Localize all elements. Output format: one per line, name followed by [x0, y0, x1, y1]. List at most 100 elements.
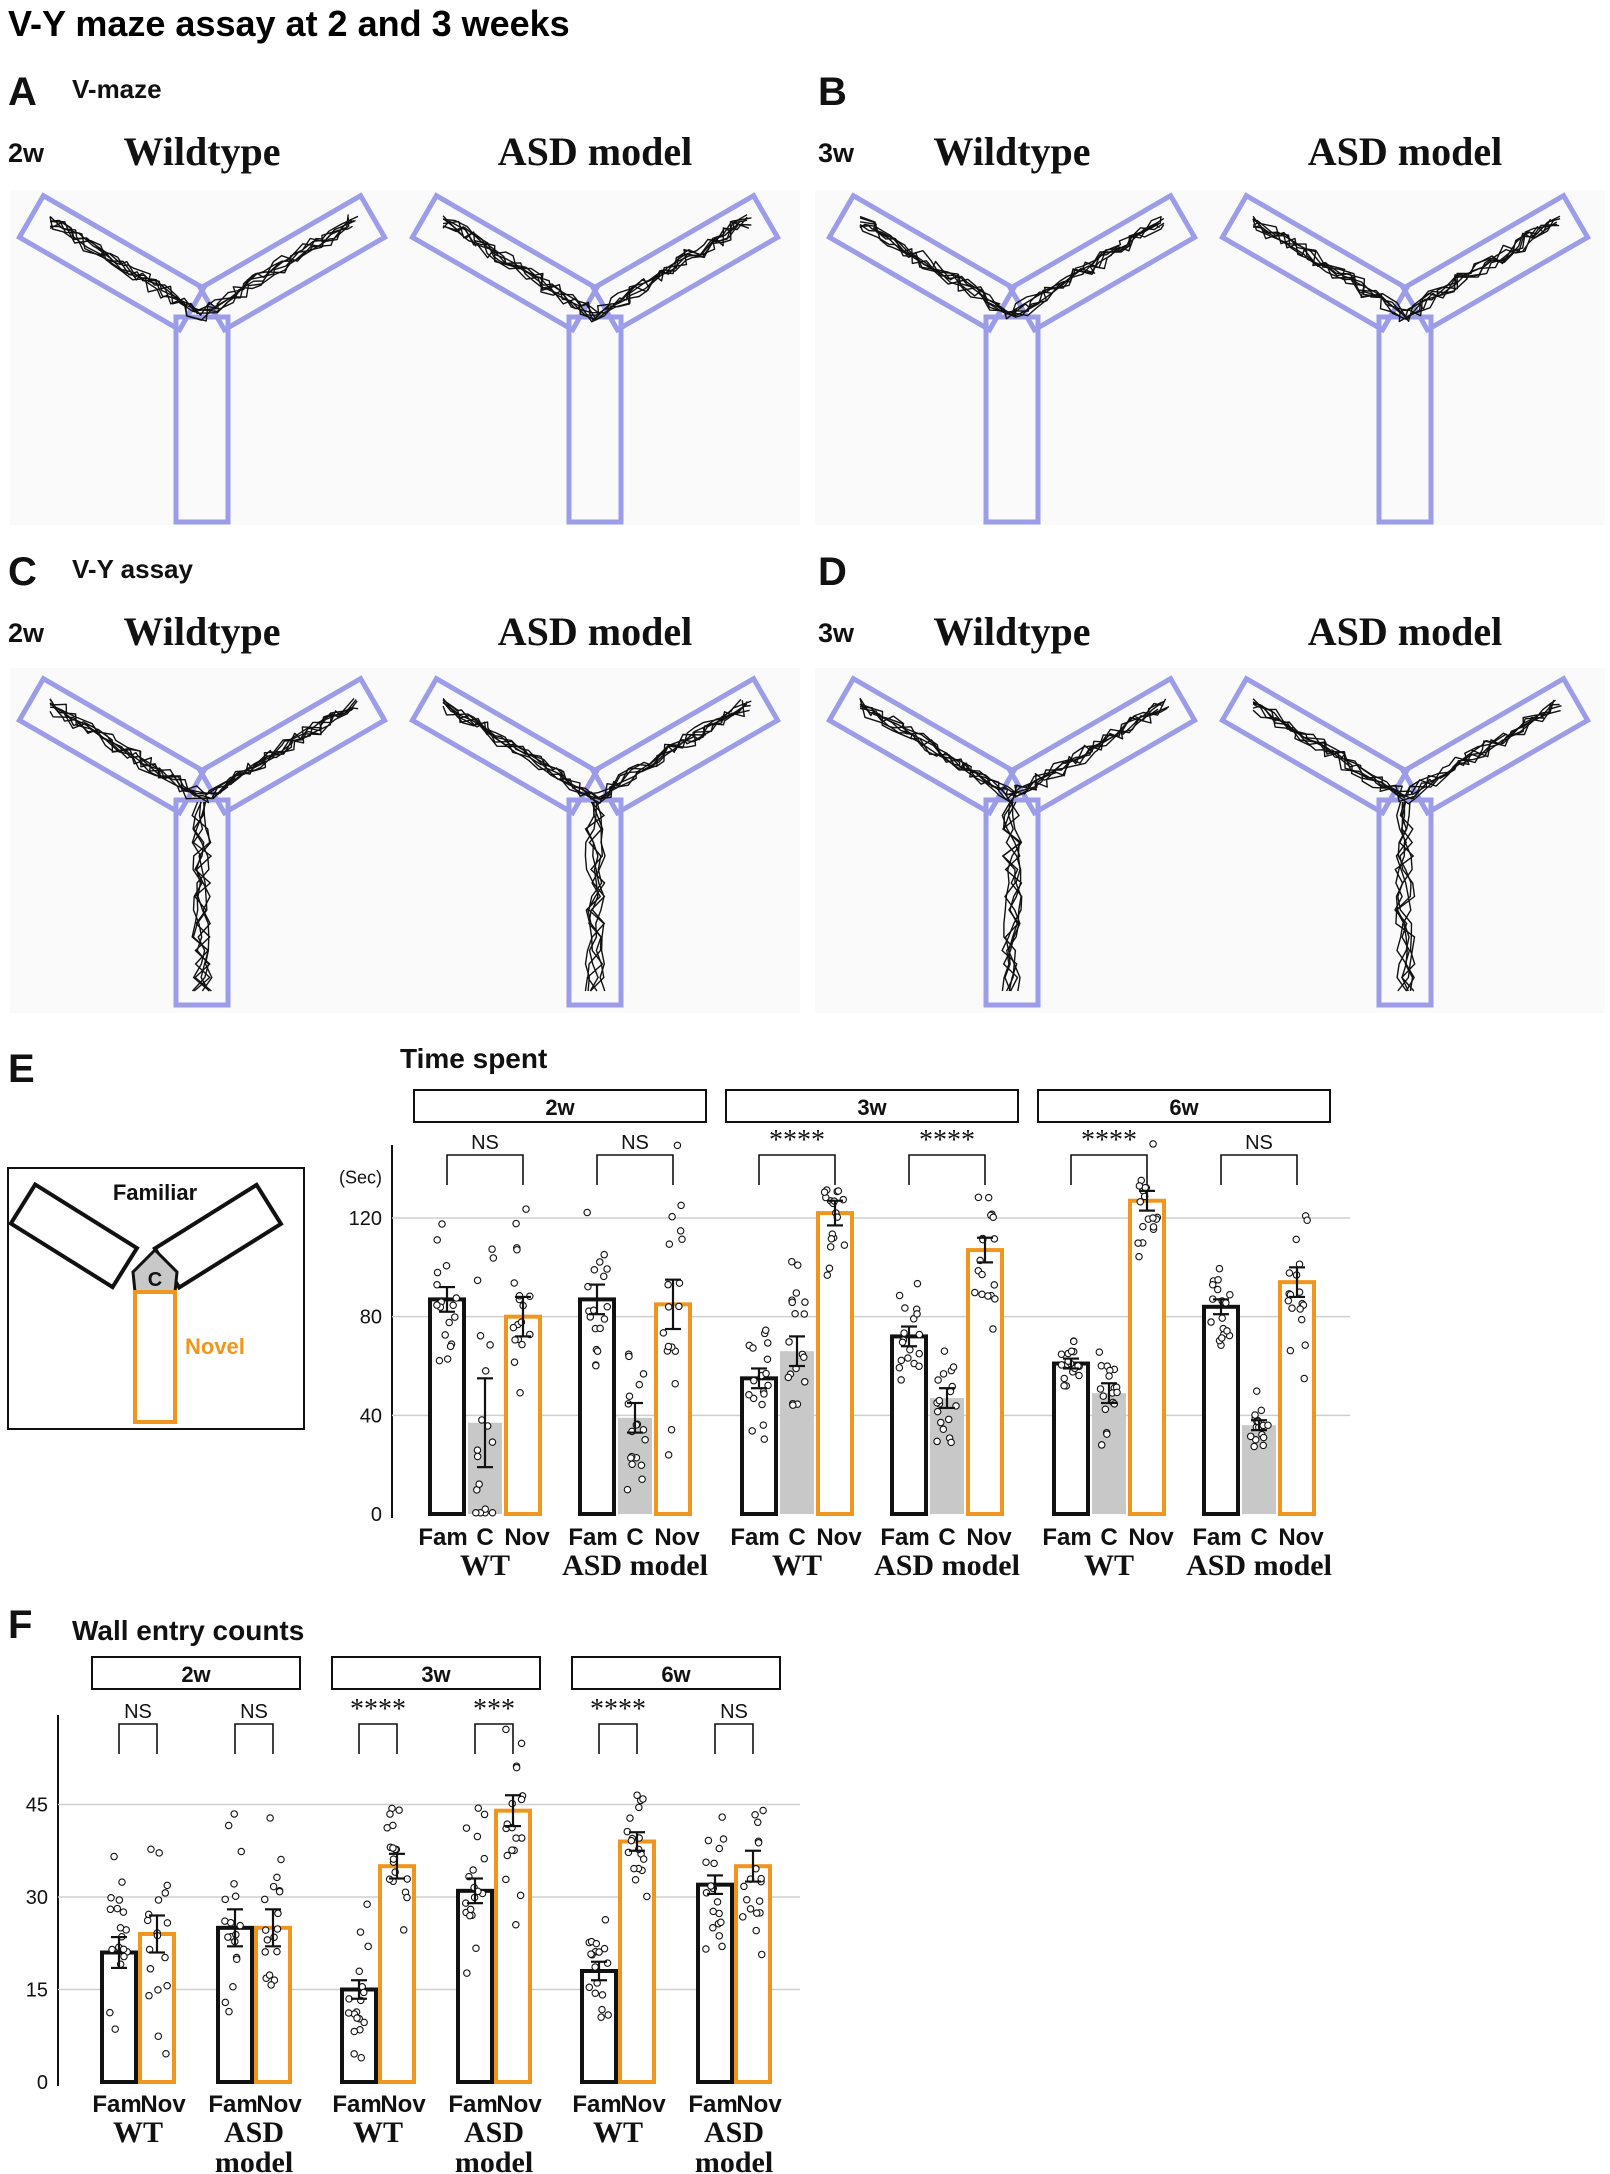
data-point: [639, 1855, 648, 1863]
data-point: [473, 1452, 482, 1461]
data-point: [399, 1926, 408, 1934]
data-point: [897, 1376, 905, 1384]
data-point: [752, 1909, 761, 1917]
data-point: [462, 1824, 471, 1832]
bar-c: [930, 1398, 964, 1514]
y-tick-label: 0: [37, 2072, 48, 2094]
trajectory-path: [1395, 801, 1412, 992]
significance-label: ***: [473, 1694, 515, 1725]
data-point: [758, 1400, 766, 1409]
data-point: [143, 1916, 152, 1925]
group-label-asd: ASD model: [498, 609, 692, 654]
data-point: [263, 1936, 272, 1944]
maze-arm-right: [196, 675, 389, 817]
data-point: [163, 1881, 172, 1890]
data-point: [823, 1271, 832, 1279]
data-point: [784, 1373, 793, 1382]
maze-background: [815, 668, 1605, 1013]
data-point: [668, 1212, 676, 1221]
data-point: [360, 2018, 368, 2027]
data-point: [1057, 1350, 1066, 1358]
data-point: [488, 1245, 496, 1253]
data-point: [472, 1509, 480, 1517]
data-point: [1067, 1347, 1076, 1356]
data-point: [895, 1363, 904, 1372]
maze-arm-stem: [983, 314, 1041, 525]
data-point: [709, 1907, 717, 1916]
genotype-label: ASD model: [874, 1549, 1020, 1582]
trajectory-path: [1252, 215, 1561, 322]
data-point: [717, 1918, 725, 1927]
data-point: [801, 1378, 809, 1386]
data-point: [386, 1810, 394, 1818]
maze-arm-left: [1218, 192, 1411, 334]
data-point: [793, 1261, 802, 1269]
data-point: [1215, 1264, 1224, 1273]
bar-fam: [740, 1376, 778, 1517]
data-point: [1252, 1387, 1261, 1395]
data-point: [673, 1141, 682, 1150]
age-header-label: 3w: [857, 1095, 887, 1120]
data-point: [840, 1241, 849, 1249]
data-point: [118, 1878, 126, 1886]
data-point: [633, 1791, 641, 1799]
data-point: [273, 1873, 281, 1882]
data-point: [510, 1279, 519, 1287]
data-point: [363, 1900, 371, 1908]
data-point: [438, 1220, 446, 1228]
trajectory-path: [1252, 698, 1555, 797]
data-point: [971, 1288, 979, 1297]
data-point: [710, 1859, 718, 1868]
data-point: [1060, 1381, 1068, 1390]
trajectory-path: [192, 801, 212, 992]
trajectory-path: [859, 697, 1159, 798]
data-point: [637, 1461, 646, 1469]
schematic-familiar-label: Familiar: [113, 1180, 198, 1205]
category-label: Nov: [1128, 1524, 1174, 1551]
significance-bracket: [598, 1723, 638, 1754]
figure-title: V-Y maze assay at 2 and 3 weeks: [8, 3, 570, 44]
data-point: [273, 1947, 281, 1956]
data-point: [154, 2032, 163, 2040]
data-point: [162, 2049, 170, 2058]
data-point: [990, 1235, 999, 1243]
data-point: [749, 1344, 757, 1352]
trajectory-path: [49, 706, 354, 804]
data-point: [1297, 1315, 1306, 1324]
data-point: [990, 1281, 999, 1289]
trajectory-path: [1003, 801, 1023, 992]
data-point: [788, 1298, 796, 1307]
data-point: [1139, 1222, 1147, 1231]
data-point: [626, 1814, 634, 1822]
data-point: [625, 1392, 634, 1400]
data-point: [678, 1235, 686, 1244]
panel-subtitle: V-maze: [72, 74, 162, 104]
data-point: [353, 2014, 361, 2022]
data-point: [517, 1739, 526, 1748]
maze-arm-stem: [173, 314, 231, 525]
genotype-label: WT: [593, 2116, 643, 2149]
data-point: [364, 1942, 372, 1951]
data-point: [236, 1921, 244, 1930]
data-point: [978, 1290, 986, 1299]
category-label: C: [476, 1524, 493, 1551]
data-point: [442, 1261, 451, 1270]
age-header-box: [725, 1089, 1019, 1123]
data-point: [1250, 1442, 1258, 1451]
data-point: [473, 1832, 482, 1841]
panel-subtitle: V-Y assay: [72, 554, 194, 584]
data-point: [641, 1435, 649, 1444]
bar-nov: [504, 1314, 542, 1516]
significance-bracket: [596, 1154, 674, 1185]
data-point: [939, 1370, 948, 1378]
trajectory-path: [1001, 801, 1023, 992]
data-point: [935, 1396, 944, 1405]
data-point: [481, 1505, 490, 1513]
data-point: [702, 1858, 710, 1866]
